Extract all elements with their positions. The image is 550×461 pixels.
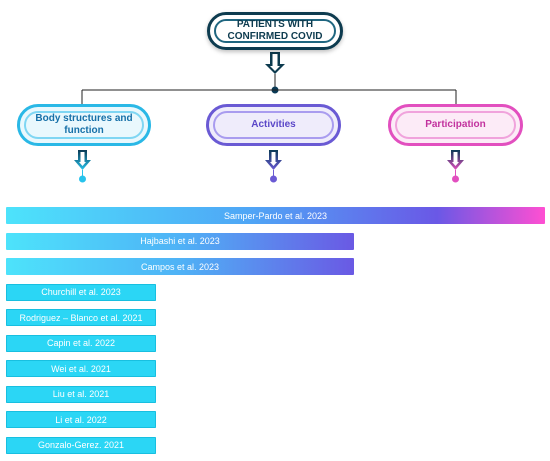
study-bar: Li et al. 2022 <box>6 411 156 428</box>
study-label: Rodriguez – Blanco et al. 2021 <box>19 312 143 323</box>
study-bar: Hajbashi et al. 2023 <box>6 232 354 250</box>
study-bar: Capin et al. 2022 <box>6 334 156 352</box>
study-label: Capin et al. 2022 <box>46 338 116 348</box>
study-bar: Gonzalo-Gerez. 2021 <box>6 436 156 454</box>
category-label: Activities <box>251 119 296 130</box>
study-label: Samper-Pardo et al. 2023 <box>223 210 328 221</box>
study-label: Hajbashi et al. 2023 <box>140 236 220 246</box>
study-bar: Liu et al. 2021 <box>6 385 156 403</box>
category-participation: Participation <box>388 104 523 146</box>
study-bar: Samper-Pardo et al. 2023 <box>6 207 545 224</box>
study-label: Churchill et al. 2023 <box>41 287 121 297</box>
study-bar: Churchill et al. 2023 <box>6 283 156 301</box>
study-label: Liu et al. 2021 <box>52 389 110 399</box>
category-body-structures: Body structures and function <box>17 104 151 146</box>
down-arrow-icon <box>265 150 282 183</box>
study-label: Li et al. 2022 <box>55 414 107 425</box>
tree-connector <box>81 74 457 104</box>
study-bar: Rodriguez – Blanco et al. 2021 <box>6 309 156 326</box>
study-label: Campos et al. 2023 <box>140 261 220 272</box>
down-arrow-icon <box>447 150 464 183</box>
category-label: Body structures and function <box>35 113 133 136</box>
down-arrow-icon <box>74 150 91 183</box>
root-node: PATIENTS WITH CONFIRMED COVID <box>207 12 343 50</box>
root-label: PATIENTS WITH CONFIRMED COVID <box>227 19 323 42</box>
study-label: Wei et al. 2021 <box>51 363 111 374</box>
down-arrow-icon <box>265 52 285 74</box>
study-label: Gonzalo-Gerez. 2021 <box>37 440 125 450</box>
category-label: Participation <box>425 119 486 130</box>
study-bar: Wei et al. 2021 <box>6 360 156 377</box>
study-bar: Campos et al. 2023 <box>6 258 354 275</box>
category-activities: Activities <box>206 104 341 146</box>
